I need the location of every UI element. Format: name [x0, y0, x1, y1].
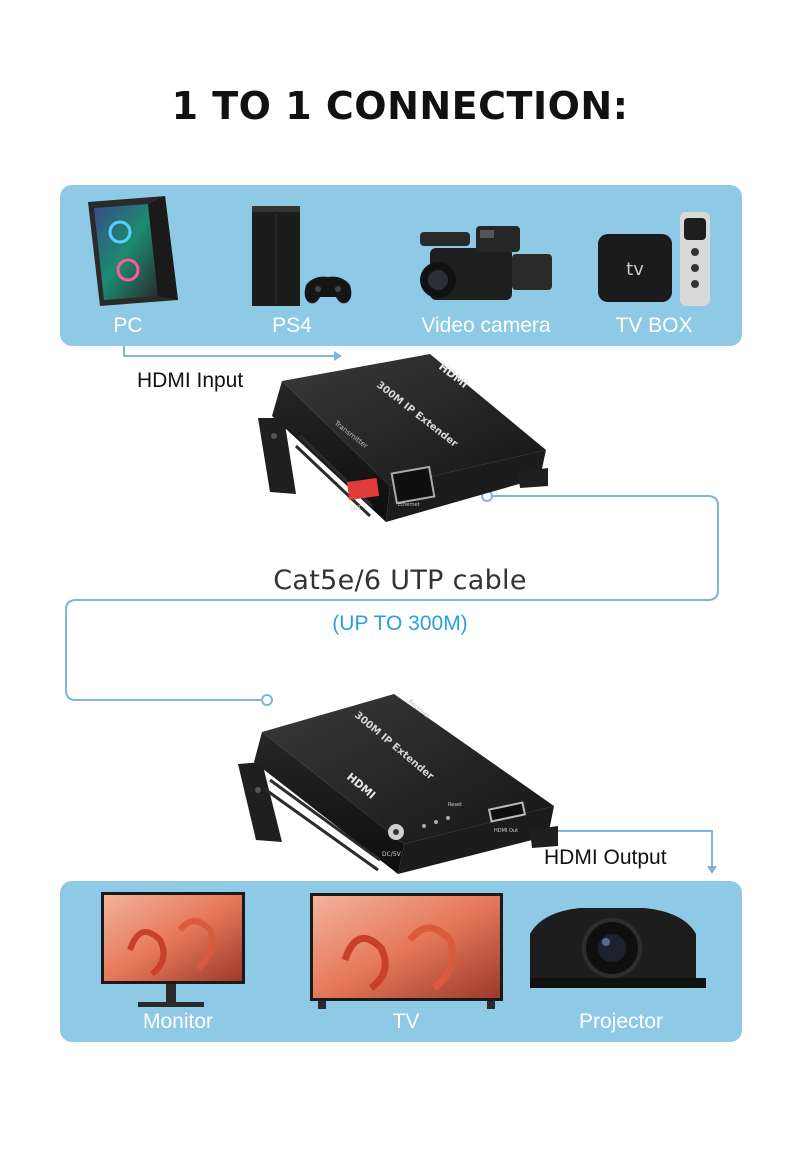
hdmi-output-label: HDMI Output [544, 846, 667, 869]
output-label-projector: Projector [578, 1010, 664, 1033]
input-label-pc: PC [113, 314, 143, 337]
switch-label: SET [350, 505, 362, 512]
output-label-monitor: Monitor [142, 1010, 214, 1033]
pc-tower-icon [88, 196, 178, 306]
receiver-device: HDMI 300M IP Extender Receiver DC/5V Res… [238, 694, 558, 874]
page-title: 1 TO 1 CONNECTION: [171, 84, 629, 128]
hdmi-out-label: HDMI Out [494, 828, 518, 834]
game-console-icon [252, 206, 352, 306]
output-label-tv: TV [392, 1010, 420, 1033]
transmitter-device: HDMI 300M IP Extender Transmitter SET Et… [258, 354, 548, 522]
hdmi-input-label: HDMI Input [137, 369, 244, 392]
tv-box-icon: tv [598, 212, 710, 306]
tv-icon [310, 893, 503, 1009]
ethernet-port-label: Ethernet [398, 502, 420, 508]
reset-label: Reset [448, 802, 462, 808]
input-label-tv-box: TV BOX [615, 314, 693, 337]
power-label: DC/5V [382, 851, 402, 858]
distance-label: (UP TO 300M) [332, 612, 468, 635]
input-label-video-camera: Video camera [421, 314, 551, 337]
video-camera-icon [420, 226, 552, 300]
cable-label: Cat5e/6 UTP cable [273, 565, 527, 596]
hdmi-output-arrow [520, 830, 717, 874]
hdmi-input-arrow [123, 346, 342, 361]
utp-cable-line [65, 490, 719, 706]
monitor-icon [101, 892, 245, 1007]
tv-box-logo: tv [626, 259, 644, 280]
projector-icon [530, 908, 706, 988]
input-label-ps4: PS4 [272, 314, 312, 337]
